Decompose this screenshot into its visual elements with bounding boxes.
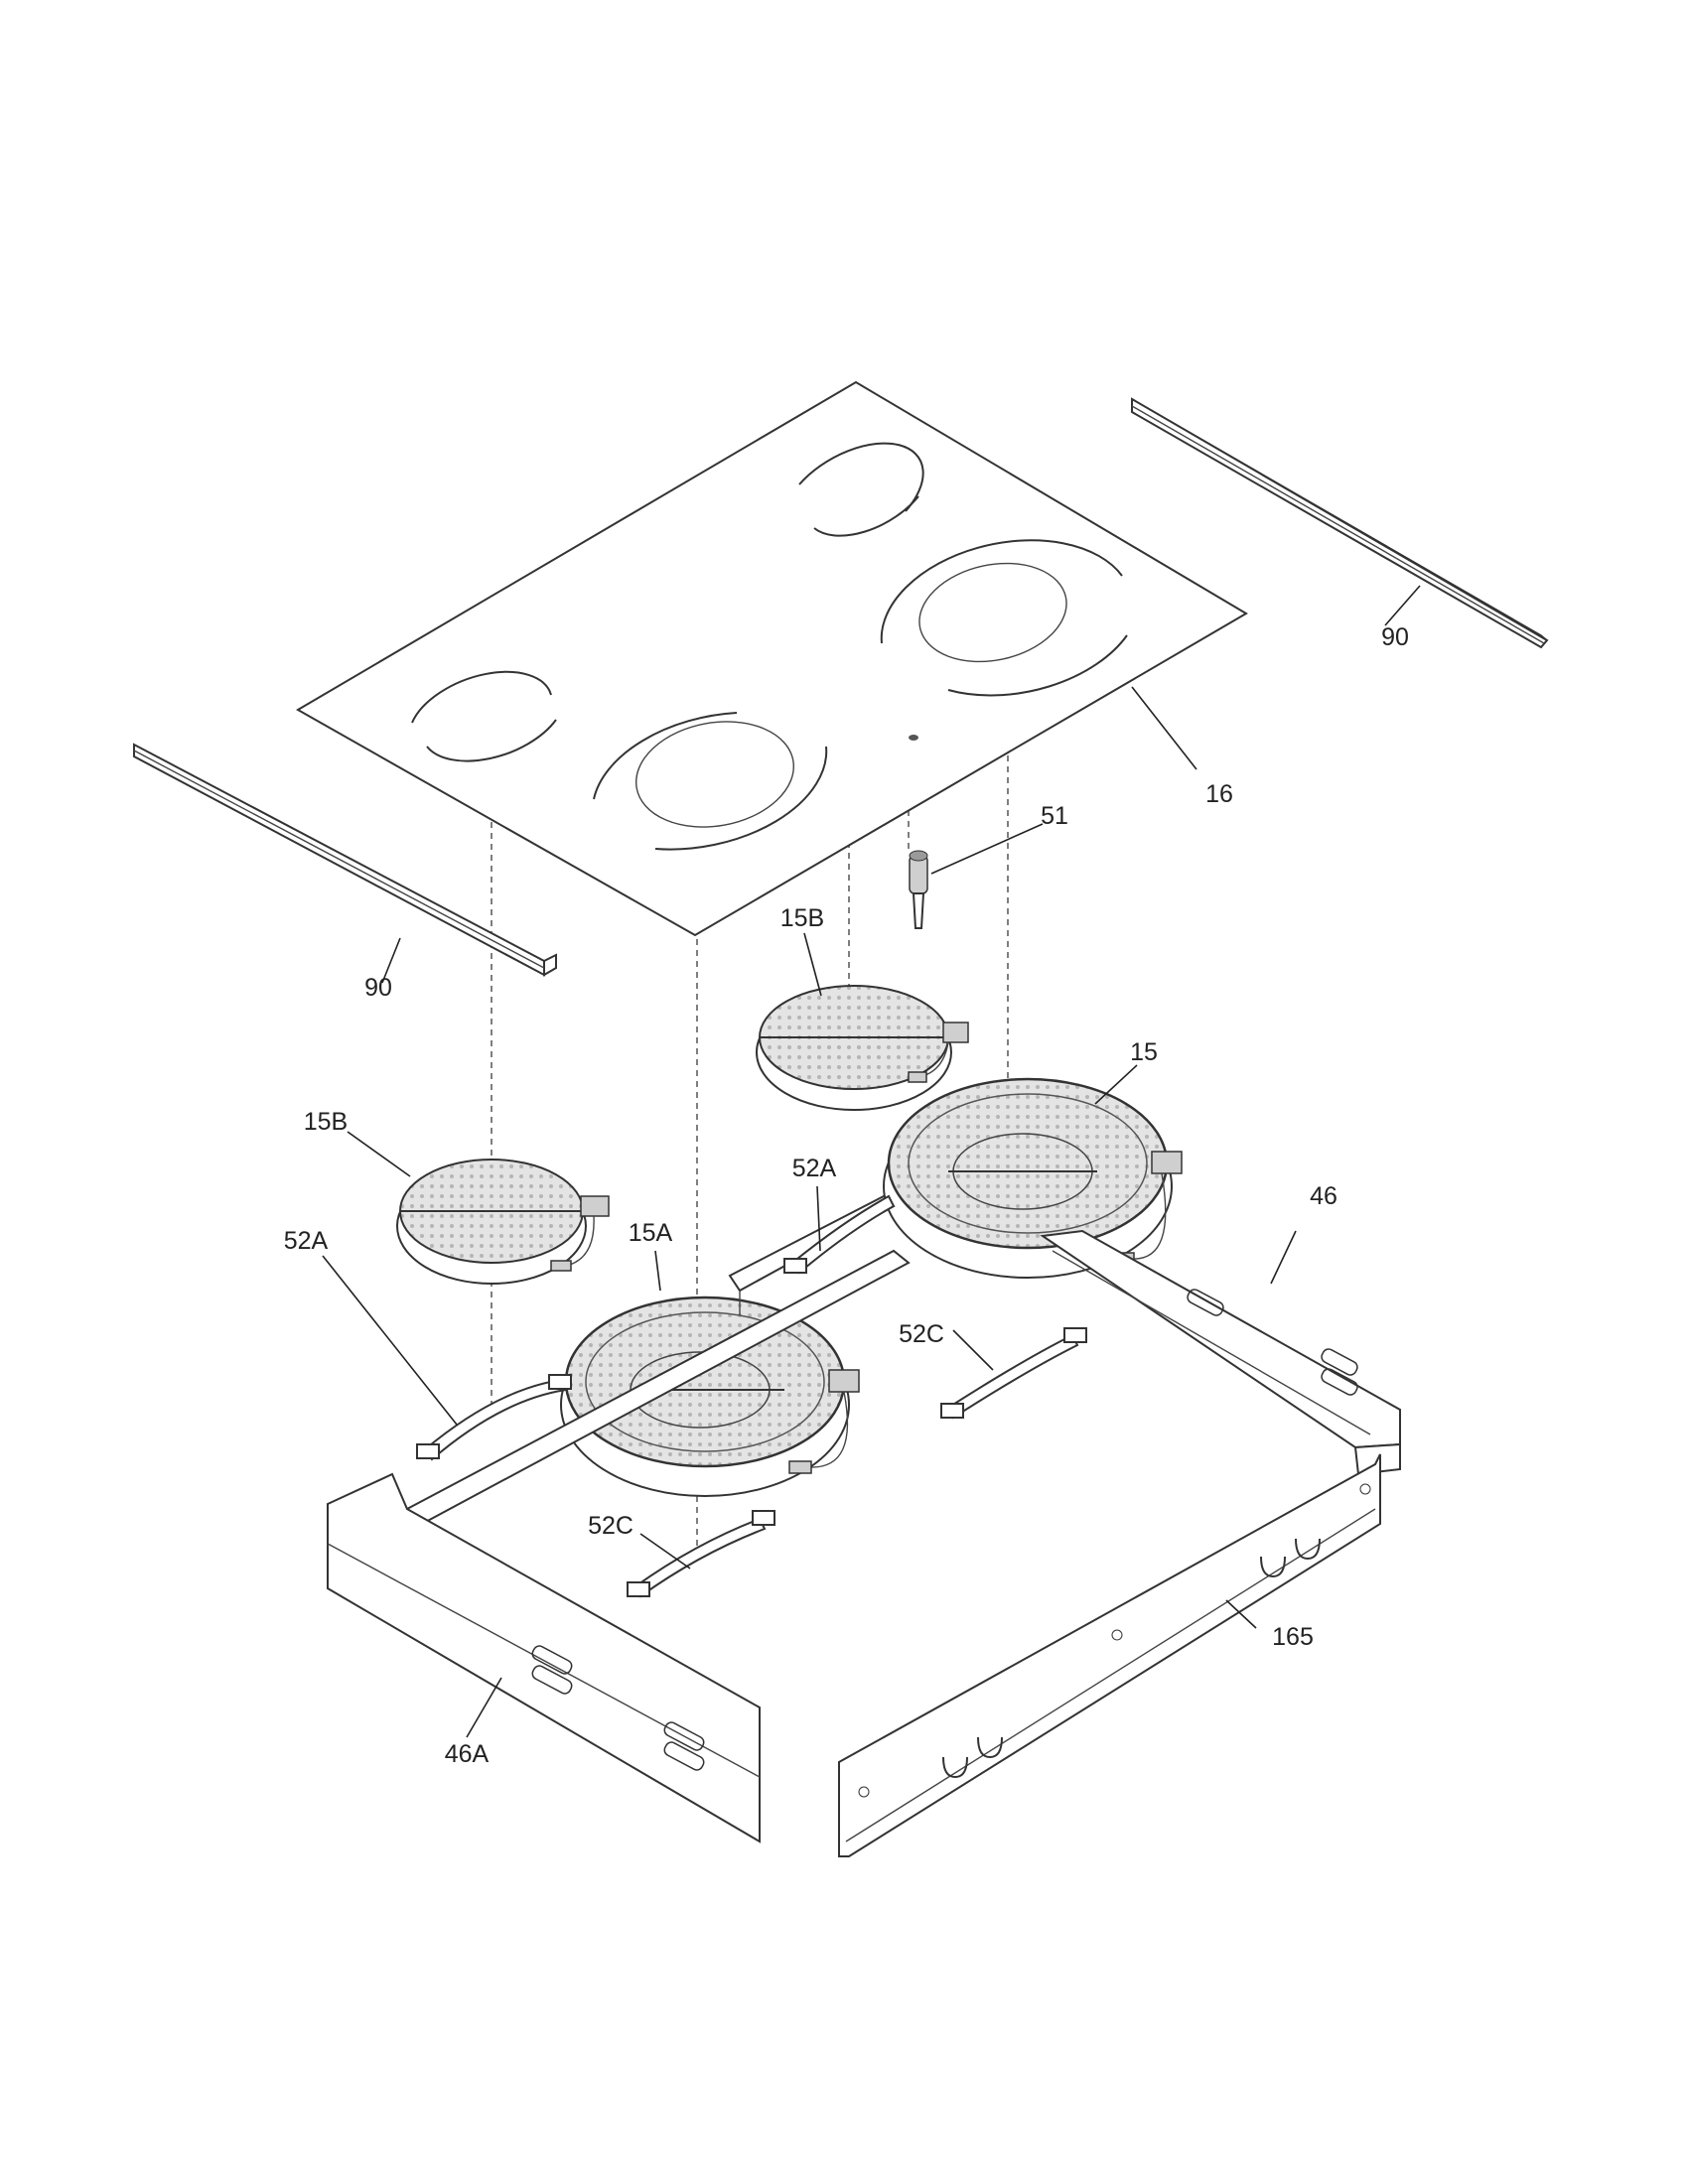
radiant-element-15B-right [756,985,969,1111]
glass-cooktop-part-16 [295,380,1248,937]
rear-channel-part-165 [838,1453,1381,1857]
callout-16: 16 [1205,780,1233,808]
support-bracket-part-46 [1040,1229,1401,1476]
callout-90-left: 90 [364,974,392,1002]
radiant-element-15A [560,1296,860,1497]
callout-15A: 15A [629,1219,673,1247]
callout-46A: 46A [445,1740,490,1768]
leader-lines [322,585,1421,1738]
callout-labels: 90 16 51 90 15B 15 15B 52A 46 52A 15A 52… [284,623,1409,1768]
callout-46: 46 [1310,1182,1337,1210]
trim-strip-right-part-90 [1131,397,1549,649]
callout-51: 51 [1041,802,1068,830]
callout-15B-right: 15B [780,904,824,932]
strap-52C-left [627,1510,775,1598]
callout-52A-left: 52A [284,1227,329,1255]
callout-15: 15 [1130,1038,1158,1066]
callout-52C-right: 52C [899,1320,944,1348]
callout-52C-left: 52C [588,1512,633,1540]
trim-strip-left-part-90 [133,743,557,977]
strap-52C-right [940,1327,1087,1420]
limiter-probe-part-51 [909,850,928,929]
callout-52A-right: 52A [792,1155,837,1182]
strap-52A-right [783,1194,896,1275]
strap-52A-left [416,1374,572,1461]
callout-165: 165 [1272,1623,1314,1651]
callout-15B-left: 15B [304,1108,348,1136]
radiant-element-15 [883,1077,1183,1279]
radiant-element-15B-left [396,1159,610,1285]
callout-90-right: 90 [1381,623,1409,651]
support-bracket-part-46A [327,1472,761,1843]
